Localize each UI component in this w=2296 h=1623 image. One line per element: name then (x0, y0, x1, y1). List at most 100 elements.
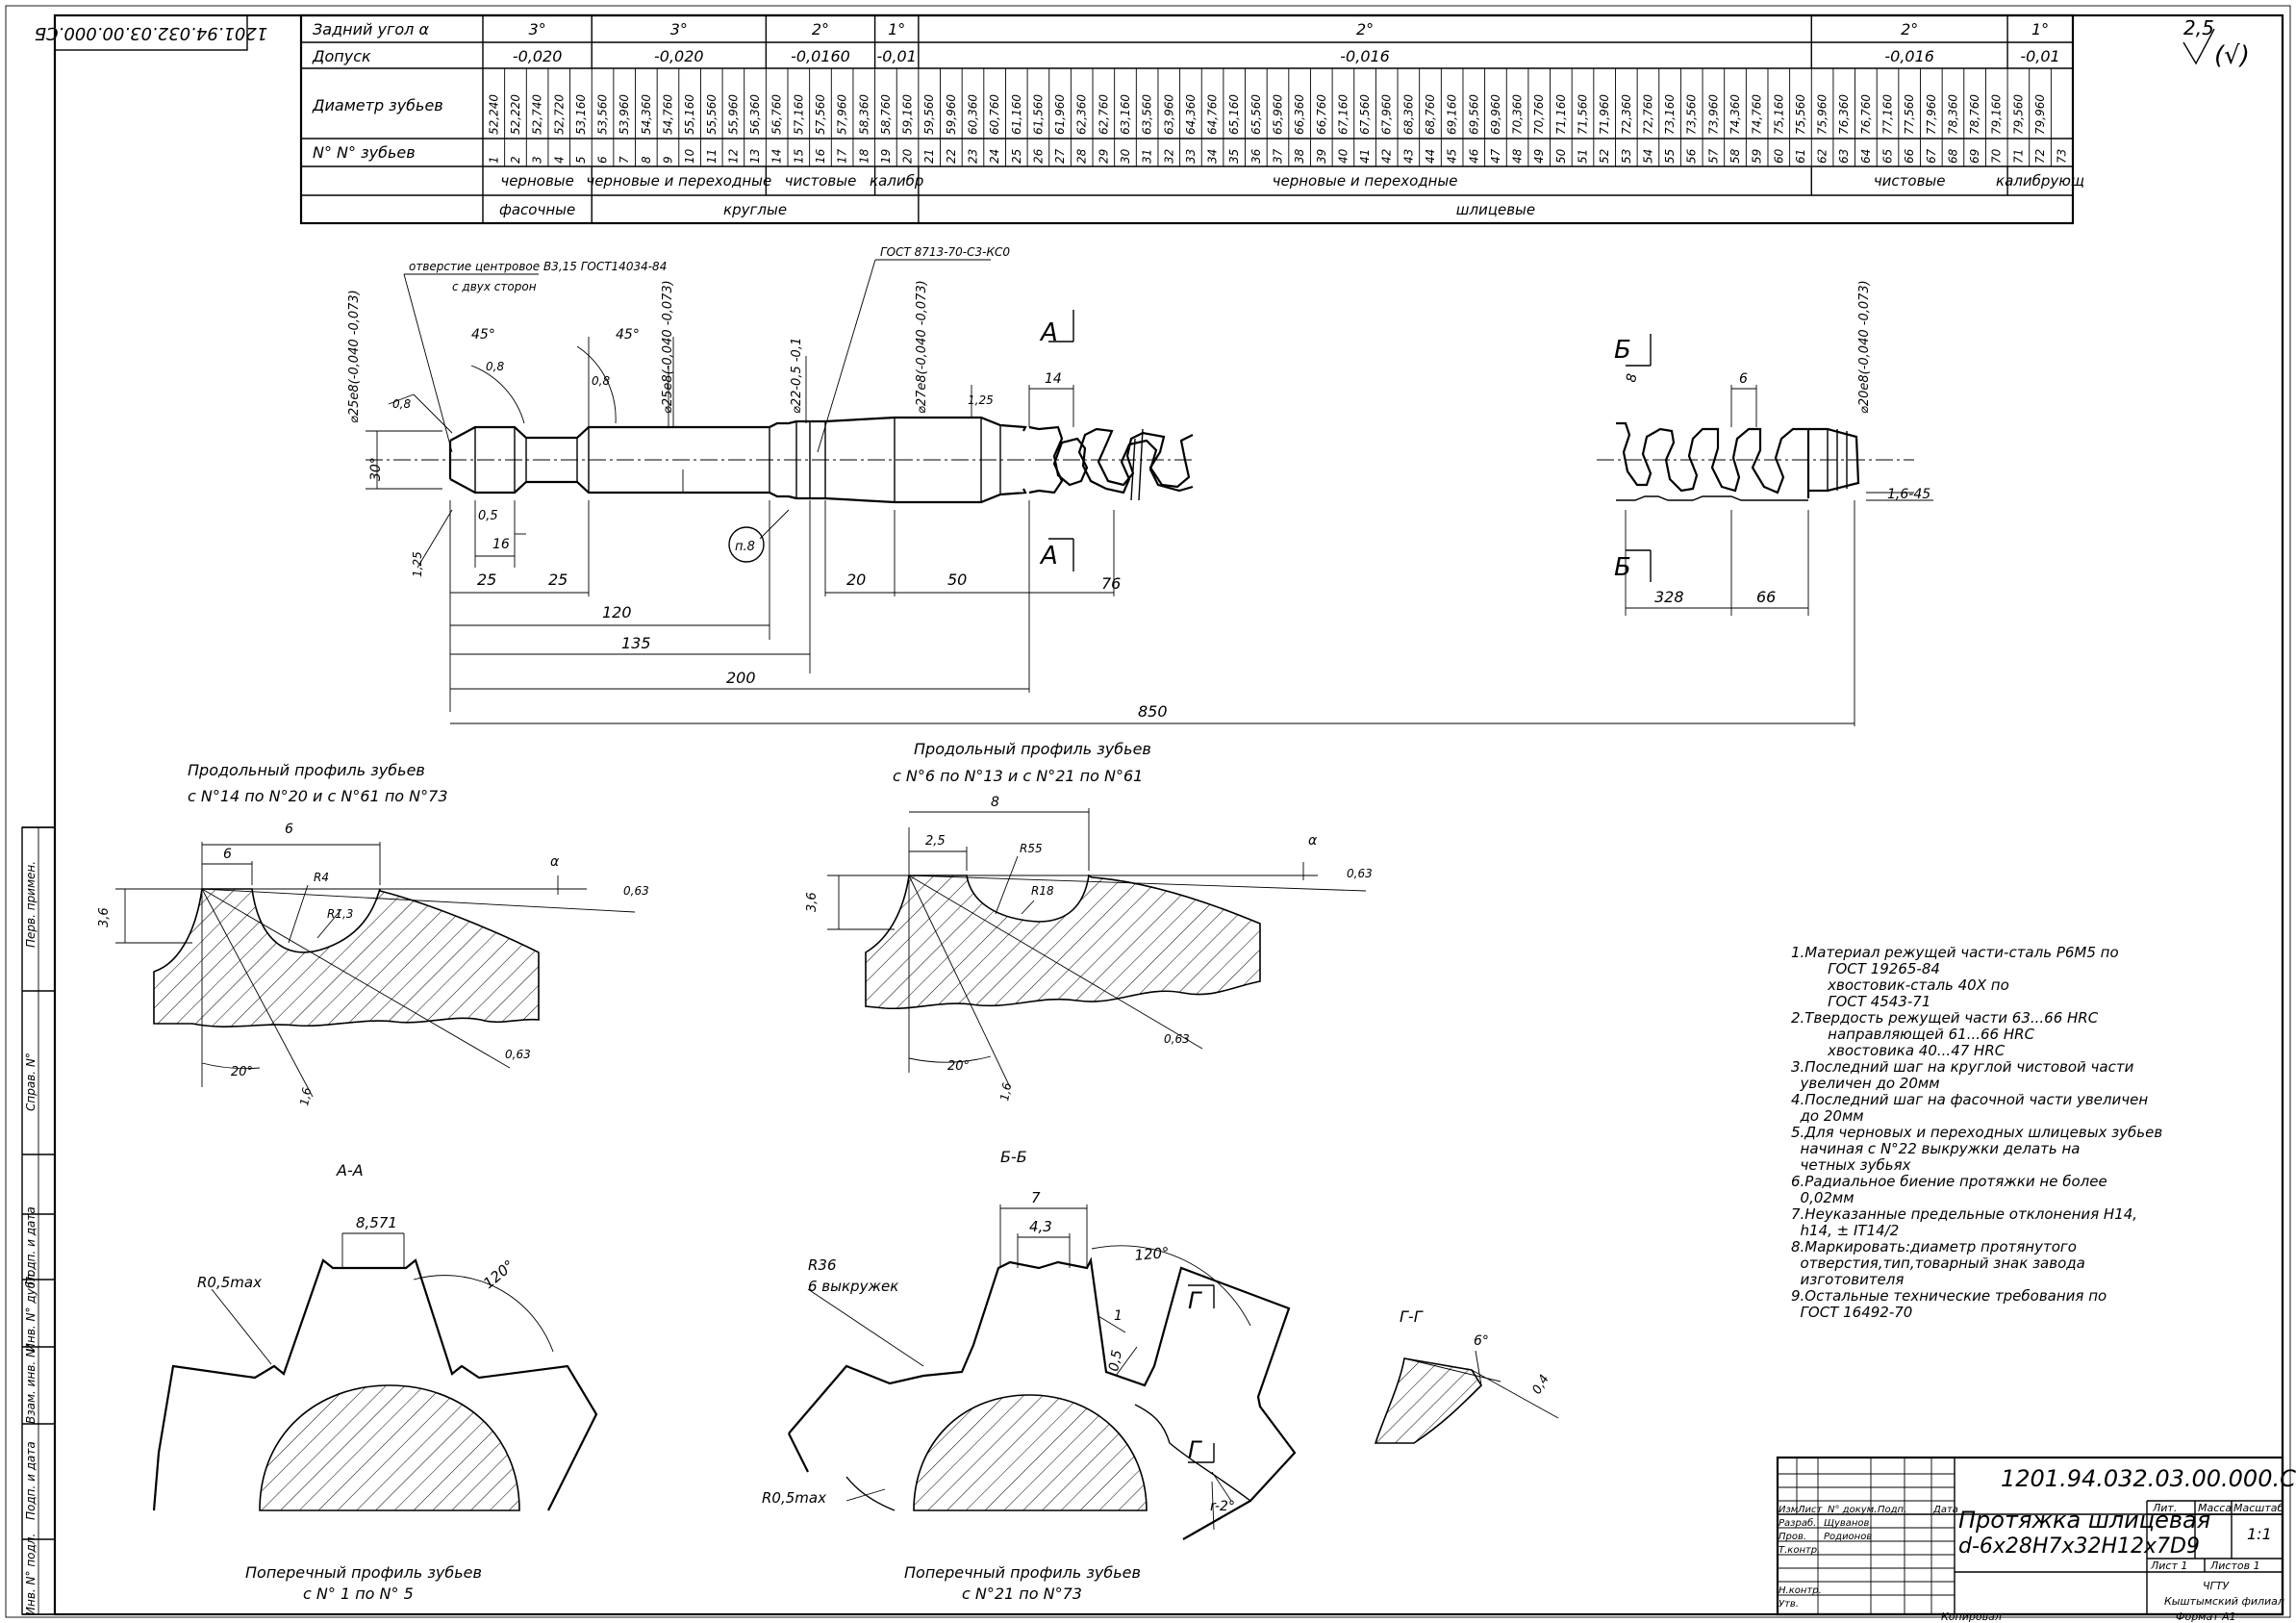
diameter-cell: 74,760 (1751, 94, 1764, 135)
diameter-cell: 73,160 (1663, 94, 1677, 135)
right-16: 1,6 (997, 1081, 1014, 1103)
section-aa-title: А-А (336, 1161, 364, 1179)
dia-4: ⌀27e8(-0,040 -0,073) (915, 280, 929, 414)
chamfer-05: 0,5 (478, 509, 498, 523)
razrab-name: Щуванов (1824, 1518, 1870, 1529)
right-063-a: 0,63 (1347, 867, 1373, 880)
diameter-cell: 54,760 (661, 94, 674, 135)
svg-text:(√): (√) (2214, 41, 2250, 70)
number-cell: 58 (1728, 148, 1742, 164)
bb-43: 4,3 (1029, 1218, 1052, 1235)
title-name-2: d-6x28H7x32H12x7D9 (1958, 1534, 2200, 1559)
title-block: 1201.94.032.03.00.000.СБ Протяжка шлицев… (1776, 1456, 2296, 1623)
number-cell: 36 (1249, 148, 1263, 164)
roughness-125-b: 1,25 (968, 393, 994, 407)
number-cell: 12 (726, 149, 740, 164)
number-cell: 60 (1772, 148, 1785, 164)
note-line: увеличен до 20мм (1791, 1075, 1940, 1092)
number-cell: 73 (2056, 149, 2069, 164)
section-aa: А-А 8,571 R0,5max 120° Поперечный профил… (152, 1161, 598, 1603)
diameter-cell: 66,360 (1293, 94, 1306, 135)
diameter-cell: 54,360 (640, 94, 653, 135)
number-cell: 34 (1206, 149, 1220, 164)
number-cell: 71 (2011, 149, 2025, 164)
number-cell: 11 (705, 149, 719, 164)
row-label: N° N° зубьев (313, 143, 416, 162)
angle-45-b: 45° (616, 327, 640, 342)
section-b-top: Б (1614, 336, 1631, 365)
diameter-cell: 58,360 (857, 94, 870, 135)
table-cell: -0,016 (1340, 47, 1390, 65)
right-20deg: 20° (947, 1059, 970, 1074)
lit-label: Лит. (2152, 1502, 2177, 1514)
dim-6: 6 (1739, 371, 1748, 387)
org-2: Кыштымский филиал (2164, 1595, 2284, 1608)
diameter-cell: 62,760 (1097, 94, 1110, 135)
diameter-cell: 56,760 (770, 94, 784, 135)
utv-label: Утв. (1779, 1599, 1799, 1610)
dia-3: ⌀22-0,5 -0,1 (790, 338, 804, 414)
diameter-cell: 61,960 (1053, 94, 1067, 135)
dim-8: 8 (1624, 372, 1640, 384)
side-stamp-label: Перв. примен. (24, 861, 38, 948)
number-cell: 59 (1751, 149, 1764, 164)
diameter-cell: 71,560 (1577, 94, 1590, 135)
diameter-cell: 69,960 (1489, 94, 1502, 135)
scale-value: 1:1 (2247, 1525, 2272, 1543)
number-cell: 30 (1119, 148, 1132, 164)
diameter-cell: 74,360 (1728, 94, 1742, 135)
diameter-cell: 79,560 (2011, 94, 2025, 135)
diameter-cell: 77,160 (1881, 94, 1895, 135)
diameter-cell: 59,560 (922, 94, 936, 135)
diameter-cell: 62,360 (1075, 94, 1089, 135)
number-cell: 47 (1489, 148, 1502, 164)
diameter-cell: 78,360 (1946, 94, 1959, 135)
inner-frame (53, 13, 2284, 1616)
type-cell: черновые и переходные (1273, 172, 1458, 190)
diameter-cell: 79,160 (1990, 94, 2004, 135)
row-label: Допуск (312, 47, 371, 65)
number-cell: 17 (836, 148, 849, 164)
number-cell: 8 (640, 156, 653, 164)
diameter-cell: 79,960 (2033, 94, 2047, 135)
aa-caption-2: с N° 1 по N° 5 (303, 1585, 414, 1603)
diameter-cell: 52,740 (531, 94, 544, 135)
note-line: 9.Остальные технические требования по (1791, 1287, 2107, 1305)
type-cell: калибр (870, 172, 923, 190)
left-dim-6b: 6 (223, 847, 232, 862)
diameter-cell: 59,960 (945, 94, 958, 135)
dia-1: ⌀25e8(-0,040 -0,073) (347, 290, 362, 423)
diameter-cell: 71,160 (1554, 94, 1568, 135)
diameter-cell: 60,360 (966, 94, 979, 135)
row-label: Диаметр зубьев (312, 96, 443, 114)
table-cell: 3° (529, 20, 546, 38)
aa-caption-1: Поперечный профиль зубьев (245, 1563, 482, 1582)
diameter-cell: 59,160 (901, 94, 915, 135)
diameter-cell: 77,960 (1925, 94, 1938, 135)
hdr-izm: Изм (1779, 1505, 1799, 1515)
number-cell: 66 (1903, 148, 1916, 164)
gost-note: ГОСТ 8713-70-С3-КС0 (880, 245, 1010, 259)
section-gg-title: Г-Г (1400, 1307, 1424, 1326)
left-profile-title-2: с N°14 по N°20 и с N°61 по N°73 (188, 787, 448, 805)
number-cell: 32 (1162, 149, 1175, 164)
number-cell: 37 (1272, 148, 1285, 164)
left-063-b: 0,63 (505, 1048, 531, 1061)
side-stamp-label: Подп. и дата (24, 1206, 38, 1285)
broach-main-view: п.8 А А Б Б отверстие центровое В3,15 ГО… (347, 245, 1933, 726)
number-cell: 68 (1946, 148, 1959, 164)
note-line: ГОСТ 16492-70 (1791, 1304, 1913, 1321)
number-cell: 10 (683, 148, 696, 164)
dim-14: 14 (1045, 371, 1062, 387)
diameter-cell: 72,360 (1620, 94, 1633, 135)
right-profile-title-1: Продольный профиль зубьев (914, 740, 1151, 758)
shape-cell: круглые (723, 201, 787, 218)
number-cell: 57 (1706, 148, 1720, 164)
right-profile-title-2: с N°6 по N°13 и с N°21 по N°61 (893, 767, 1143, 785)
left-r13: R1,3 (327, 907, 353, 921)
section-b-bottom: Б (1614, 553, 1631, 582)
type-cell: черновые и переходные (586, 172, 771, 190)
number-cell: 24 (988, 149, 1001, 164)
prov-label: Пров. (1779, 1532, 1806, 1542)
